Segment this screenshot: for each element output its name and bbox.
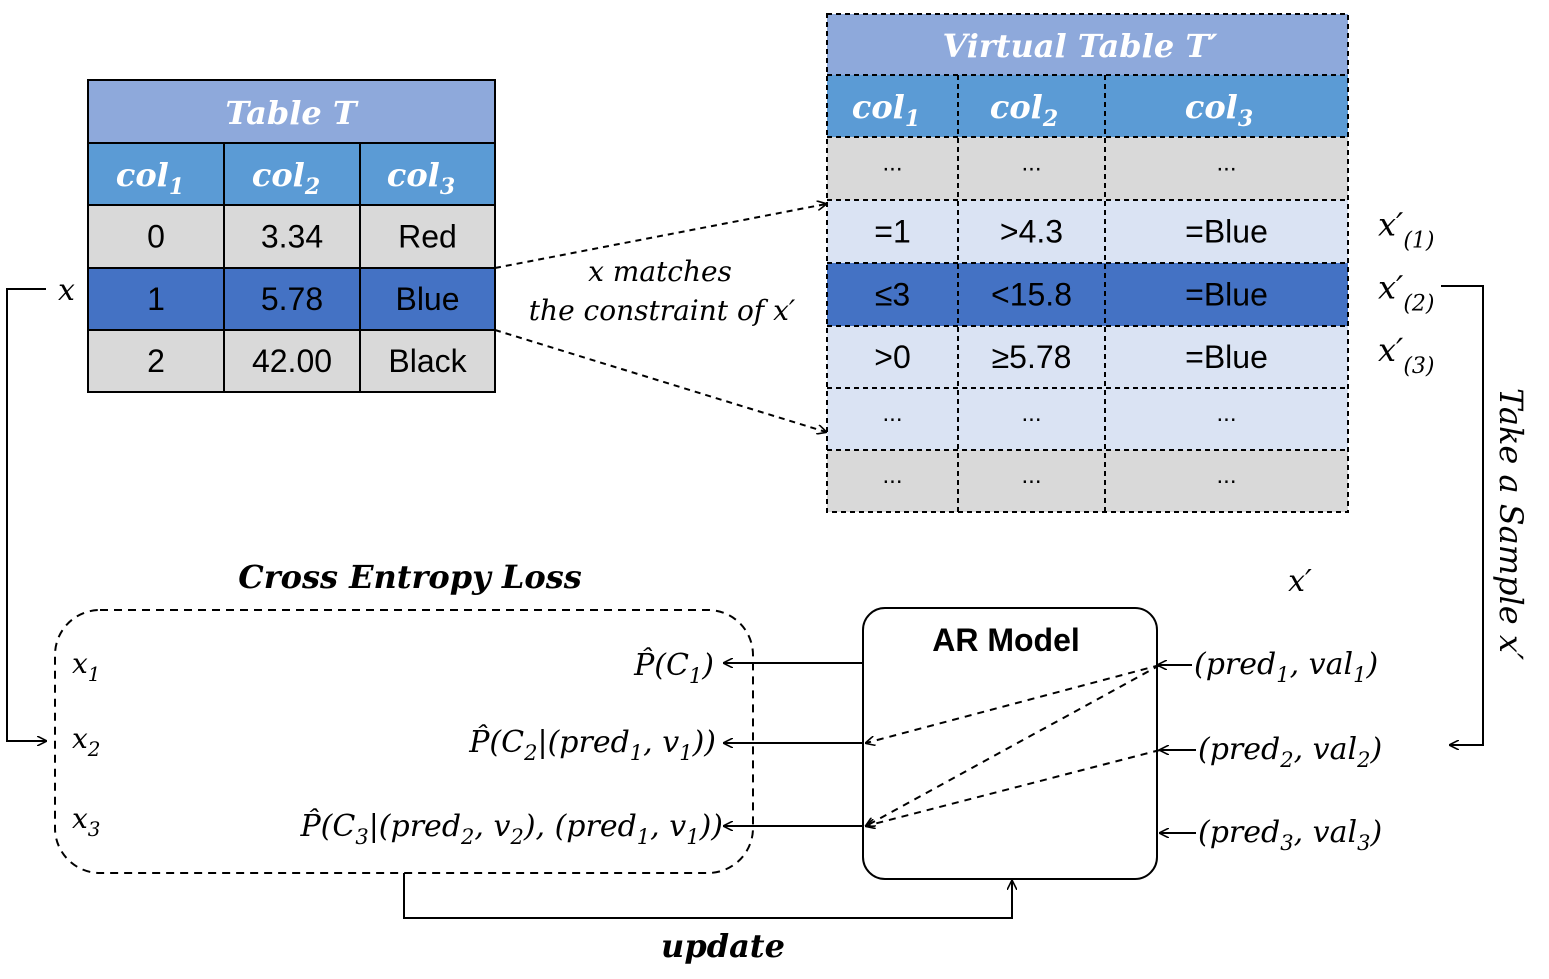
table-t-cell [87,329,225,393]
target-x1: x1 [72,647,101,686]
virtual-table-title-cell [827,14,1348,75]
virtual-table-cell-value: ... [1021,150,1041,177]
table-t-cell-value: Black [388,343,467,379]
virtual-table-cell-value: ≤3 [875,277,910,313]
virtual-row-label: x′(2) [1378,269,1434,317]
virtual-table-cell-value: ... [1021,462,1041,489]
virtual-table-header-cell [958,75,1105,137]
take-sample-label: Take a Sample x′ [1492,388,1530,661]
x-to-loss-arrow [6,288,46,741]
x-prime-label: x′ [1288,564,1312,599]
match-arrow-lower [494,329,826,432]
input-pred2: (pred2, val2) [1198,732,1382,772]
table-t-cell [223,204,361,269]
virtual-table-cell-value: =1 [874,214,910,250]
virtual-table-border [826,13,1349,513]
update-arrow [403,873,1012,919]
prob-c1: P̂(C1) [633,648,714,688]
virtual-table-cell-value: =Blue [1185,339,1268,375]
virtual-table-cell-value: ... [882,462,902,489]
table-t-cell [359,329,496,393]
table-t-cell-value: 0 [147,219,165,255]
table-t-cell-value: 5.78 [261,281,323,317]
table-t-cell-value: Blue [395,281,459,317]
virtual-table-row [827,326,1348,388]
table-t-header-cell [359,142,496,206]
virtual-table: Virtual Table T′ col1 col2 col3 ........… [826,13,1434,513]
table-t-cell-value: Red [398,219,457,255]
match-arrow-upper [494,204,826,269]
cross-entropy-title: Cross Entropy Loss [238,558,581,596]
virtual-table-cell-value: =Blue [1185,277,1268,313]
table-t-cell-value: 3.34 [261,219,323,255]
dependency-1-to-3 [866,664,1161,826]
virtual-table-row [827,263,1348,326]
virtual-row-label: x′(3) [1378,331,1434,379]
dependency-1-to-2 [866,664,1161,743]
update-label: update [661,927,785,965]
table-t-cell [223,329,361,393]
table-t-cell [359,204,496,269]
virtual-table-row [827,450,1348,512]
target-x3: x3 [72,802,101,841]
virtual-table-row-labels: x′(1) x′(2) x′(3) [1378,206,1434,380]
table-t-body: 0 3.34 Red 1 5.78 Blue 2 42.00 Black [87,204,496,393]
x-input-label: x [58,273,75,308]
table-t-title: Table T [225,94,359,132]
virtual-table-cell-value: >0 [874,339,910,375]
virtual-table-cell-value: <15.8 [991,277,1072,313]
virtual-table-header-cell [1105,75,1348,137]
virtual-table-cell-value: ... [882,400,902,427]
sample-arrow [1441,285,1484,745]
virtual-table-cell-value: ... [1216,150,1236,177]
prob-c3: P̂(C3|(pred2, v2), (pred1, v1)) [299,809,723,849]
virtual-table-cell-value: ≥5.78 [992,339,1072,375]
virtual-table-title: Virtual Table T′ [942,27,1218,65]
input-pred3: (pred3, val3) [1198,815,1382,855]
virtual-table-cell-value: ... [1216,400,1236,427]
virtual-table-body: ......... =1 >4.3 =Blue ≤3 <15.8 =Blue >0 ≥5.78 =… [827,137,1348,512]
table-t-cell [359,267,496,331]
virtual-table-cell-value: ... [882,150,902,177]
virtual-table-cell-value: ... [1216,462,1236,489]
virtual-table-header-col3: col3 [1185,88,1253,132]
prob-c2: P̂(C2|(pred1, v1)) [468,725,716,765]
table-t-cell [87,267,225,331]
virtual-row-label: x′(1) [1378,206,1434,254]
virtual-table-cell-value: =Blue [1185,214,1268,250]
table-t-header-cell [87,142,225,206]
virtual-table-cell-value: >4.3 [1000,214,1063,250]
virtual-table-header-cell [827,75,958,137]
table-t-title-cell [87,79,496,144]
loss-box [54,609,754,874]
table-t-cell-value: 1 [147,281,165,317]
dependency-2-to-3 [866,749,1161,826]
virtual-table-row [827,200,1348,263]
table-t-cell-value: 42.00 [252,343,332,379]
virtual-table-grid [826,13,1349,513]
input-pred1: (pred1, val1) [1194,647,1378,687]
ar-model-label: AR Model [932,622,1080,658]
matches-label-line2: the constraint of x′ [529,294,796,327]
virtual-table-row [827,388,1348,450]
virtual-table-row [827,137,1348,200]
table-t-cell-value: 2 [147,343,165,379]
virtual-table-cell-value: ... [1021,400,1041,427]
matches-label-line1: x matches [588,255,732,288]
target-x2: x2 [72,722,101,761]
